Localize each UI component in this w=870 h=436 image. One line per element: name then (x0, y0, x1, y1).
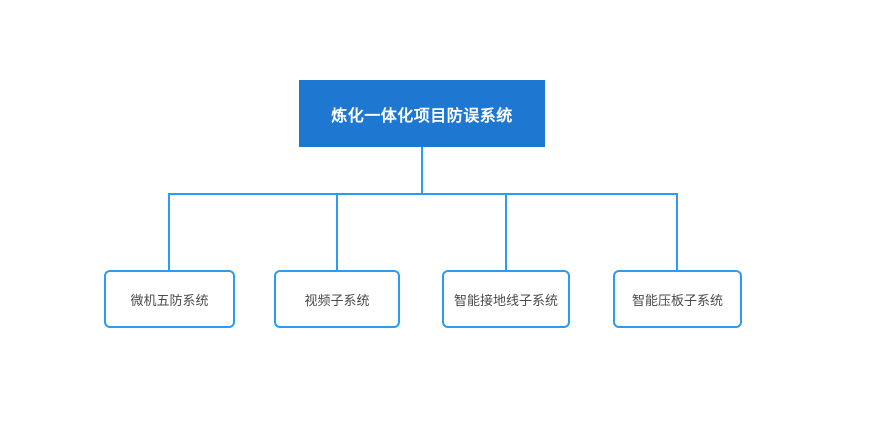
child-node-label: 视频子系统 (304, 292, 370, 308)
child-node-wujifang[interactable]: 微机五防系统 (104, 270, 235, 328)
connector-drop-4 (676, 193, 678, 270)
root-node-label: 炼化一体化项目防误系统 (331, 107, 513, 125)
connector-drop-1 (168, 193, 170, 270)
child-node-pressure-plate[interactable]: 智能压板子系统 (613, 270, 742, 328)
child-node-label: 微机五防系统 (130, 292, 209, 308)
connector-drop-3 (505, 193, 507, 270)
connector-horizontal-bus (168, 193, 678, 195)
child-node-label: 智能接地线子系统 (453, 292, 558, 308)
child-node-video[interactable]: 视频子系统 (274, 270, 400, 328)
child-node-grounding[interactable]: 智能接地线子系统 (442, 270, 570, 328)
root-node[interactable]: 炼化一体化项目防误系统 (299, 80, 545, 147)
child-node-label: 智能压板子系统 (631, 292, 723, 308)
connector-drop-2 (336, 193, 338, 270)
connector-root-stub (421, 147, 423, 194)
